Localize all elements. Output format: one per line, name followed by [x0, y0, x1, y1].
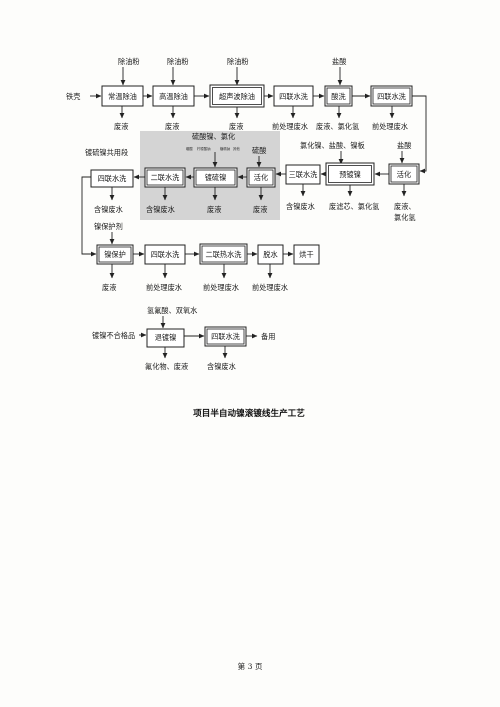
svg-text:其他: 其他 [233, 146, 240, 151]
svg-text:镍保护: 镍保护 [104, 250, 126, 259]
box-nickel-stripping: 退镀镍 [146, 328, 185, 348]
box-nickel-protection: 镍保护 [96, 244, 134, 265]
svg-text:镀硫镍: 镀硫镍 [205, 173, 227, 182]
output-pretreatment-wastewater-5: 前处理废水 [252, 283, 288, 292]
output-nickel-wastewater-1: 含镍废水 [94, 205, 123, 214]
output-pretreatment-wastewater-2: 前处理废水 [372, 122, 408, 131]
svg-text:四联水洗: 四联水洗 [377, 92, 406, 101]
svg-text:硼酸: 硼酸 [186, 146, 193, 151]
svg-text:四联水洗: 四联水洗 [98, 174, 127, 183]
svg-text:退镀镍: 退镀镍 [155, 333, 177, 342]
box-two-stage-rinse: 二联水洗 [144, 167, 186, 188]
input-hydrochloric-acid-1: 盐酸 [332, 57, 346, 66]
output-fluoride-waste-liquid: 氟化物、废液 [145, 362, 188, 371]
box-activation-right: 活化 [388, 163, 420, 185]
output-waste-liquid-1: 废液 [114, 122, 128, 131]
box-two-stage-hot-rinse: 二联热水洗 [199, 243, 248, 265]
svg-text:酸洗: 酸洗 [331, 92, 345, 101]
output-pretreatment-wastewater-4: 前处理废水 [203, 283, 239, 292]
end-label-standby: 备用 [261, 332, 275, 341]
output-waste-liquid-6: 废液、 [394, 202, 416, 211]
svg-text:常温除油: 常温除油 [108, 92, 137, 101]
svg-text:二联热水洗: 二联热水洗 [206, 250, 242, 259]
box-four-stage-rinse-1: 四联水洗 [273, 85, 314, 107]
box-four-stage-rinse-3: 四联水洗 [90, 169, 134, 188]
svg-text:四联水洗: 四联水洗 [211, 332, 240, 341]
start-label-iron-shell: 铁壳 [66, 92, 80, 101]
shared-section-label: 镀硫镍共用段 [85, 148, 128, 157]
svg-text:活化: 活化 [397, 170, 411, 179]
output-waste-liquid-5: 废液 [253, 205, 267, 214]
output-hydrogen-chloride: 氯化氢 [394, 213, 416, 222]
svg-text:四联水洗: 四联水洗 [279, 92, 308, 101]
box-three-stage-rinse: 三联水洗 [285, 164, 321, 185]
output-pretreatment-wastewater-3: 前处理废水 [146, 283, 182, 292]
svg-text:高温除油: 高温除油 [159, 92, 188, 101]
diagram-caption: 项目半自动镍滚镀线生产工艺 [193, 407, 305, 419]
output-nickel-wastewater-2: 含镍废水 [146, 205, 175, 214]
svg-text:超声波除油: 超声波除油 [219, 92, 255, 101]
svg-text:糖精钠: 糖精钠 [220, 146, 231, 151]
input-nickel-sulfate-chloride: 硫酸镍、氯化 [192, 132, 235, 141]
box-four-stage-rinse-4: 四联水洗 [144, 244, 186, 265]
input-sulfuric-acid: 硫酸 [252, 146, 266, 155]
input-hf-hydrogen-peroxide: 氢氟酸、双氧水 [147, 306, 197, 315]
input-minor-chemicals: 硼酸 柠檬酸钠 糖精钠 其他 [186, 146, 240, 151]
box-room-temp-degreasing: 常温除油 [101, 85, 144, 107]
output-waste-liquid-hcl: 废液、氯化氢 [316, 122, 359, 131]
output-waste-liquid-4: 废液 [207, 205, 221, 214]
box-ultrasonic-degreasing: 超声波除油 [209, 84, 265, 108]
output-waste-liquid-7: 废液 [102, 283, 116, 292]
start-label-rejected-parts: 镀镍不合格品 [92, 331, 135, 340]
output-waste-liquid-2: 废液 [165, 122, 179, 131]
page-number: 第 3 页 [238, 661, 263, 671]
svg-text:三联水洗: 三联水洗 [289, 170, 318, 179]
box-acid-pickling: 酸洗 [324, 85, 353, 107]
box-four-stage-rinse-2: 四联水洗 [370, 85, 413, 107]
output-waste-liquid-3: 废液 [229, 122, 243, 131]
box-sulfur-nickel-plating: 镀硫镍 [193, 167, 238, 188]
box-four-stage-rinse-5: 四联水洗 [204, 326, 247, 347]
output-pretreatment-wastewater-1: 前处理废水 [272, 122, 308, 131]
svg-text:柠檬酸钠: 柠檬酸钠 [197, 146, 211, 151]
input-nickel-protectant: 镍保护剂 [94, 222, 123, 231]
output-nickel-wastewater-4: 含镍废水 [207, 362, 236, 371]
box-high-temp-degreasing: 高温除油 [152, 85, 195, 107]
svg-text:预镀镍: 预镀镍 [339, 170, 361, 179]
output-waste-filter-hcl: 废滤芯、氯化氢 [329, 202, 379, 211]
input-nickel-chloride-hcl-plate: 氯化镍、盐酸、镍板 [300, 141, 365, 150]
svg-text:活化: 活化 [254, 173, 268, 182]
input-degreasing-powder-3: 除油粉 [227, 57, 249, 66]
svg-text:脱水: 脱水 [263, 250, 277, 259]
input-hydrochloric-acid-2: 盐酸 [397, 141, 411, 150]
box-pre-nickel-plating: 预镀镍 [325, 162, 375, 186]
output-nickel-wastewater-3: 含镍废水 [286, 202, 315, 211]
box-activation-left: 活化 [246, 167, 276, 188]
box-drying: 烘干 [293, 244, 320, 265]
svg-text:烘干: 烘干 [299, 250, 313, 259]
box-dewatering: 脱水 [257, 244, 284, 265]
svg-text:二联水洗: 二联水洗 [151, 173, 180, 182]
input-degreasing-powder-1: 除油粉 [118, 57, 140, 66]
svg-text:四联水洗: 四联水洗 [151, 250, 180, 259]
input-degreasing-powder-2: 除油粉 [167, 57, 189, 66]
